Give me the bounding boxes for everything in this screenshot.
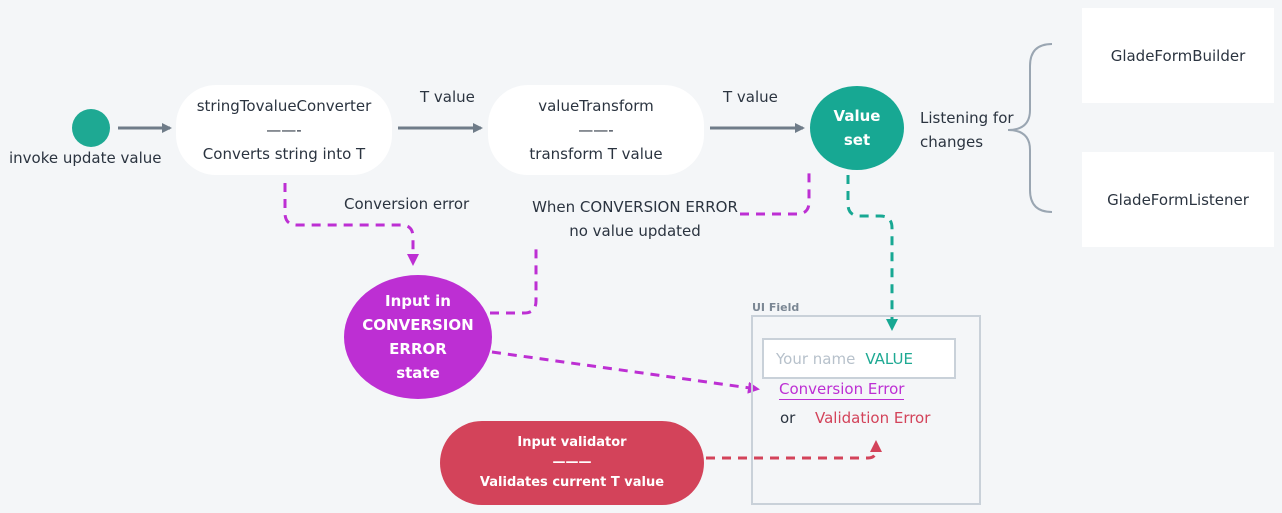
arrow-to-conversion-error [491, 350, 760, 394]
value-set-line2: set [843, 131, 871, 149]
ui-field-placeholder: Your name [776, 349, 856, 368]
conversion-error-label: Conversion error [344, 195, 470, 213]
error-state-line1: Input in [385, 292, 451, 310]
connector-no-update [490, 247, 538, 315]
transform-title: valueTransform [538, 97, 654, 115]
listener-brace [1007, 43, 1053, 213]
ui-field-input[interactable]: Your name VALUE [762, 338, 956, 379]
error-state-line2: CONVERSION [362, 316, 474, 334]
glade-form-listener-card: GladeFormListener [1082, 152, 1274, 247]
no-update-line1: When CONVERSION ERROR [532, 198, 738, 216]
start-node [72, 109, 110, 147]
conversion-error-state-node: Input in CONVERSION ERROR state [344, 275, 492, 399]
ui-field-validation-error: Validation Error [815, 409, 931, 427]
value-set-line1: Value [833, 107, 881, 125]
ui-field-value: VALUE [865, 349, 913, 368]
error-state-line3: ERROR [389, 340, 447, 358]
no-update-label: When CONVERSION ERROR no value updated [520, 195, 750, 243]
listening-label: Listening for changes [920, 106, 1014, 154]
no-update-line2: no value updated [569, 222, 701, 240]
listening-line2: changes [920, 133, 984, 151]
arrow-conversion-error [283, 183, 419, 266]
edge-label-t-value-1: T value [420, 88, 475, 106]
validator-title: Input validator [517, 435, 627, 450]
input-validator-node: Input validator ——— Validates current T … [440, 421, 704, 505]
transform-divider: ——- [578, 121, 614, 139]
glade-form-builder-label: GladeFormBuilder [1110, 46, 1246, 65]
connector-blocked-value-set [740, 167, 811, 216]
converter-node: stringTovalueConverter ——- Converts stri… [176, 85, 392, 175]
ui-field-or: or [780, 409, 796, 427]
glade-form-builder-card: GladeFormBuilder [1082, 8, 1274, 103]
converter-subtitle: Converts string into T [202, 145, 366, 163]
converter-title: stringTovalueConverter [196, 97, 372, 115]
validator-divider: ——— [552, 455, 592, 470]
ui-field-conversion-error: Conversion Error [779, 380, 905, 400]
transform-subtitle: transform T value [529, 145, 663, 163]
ui-field-frame [751, 315, 981, 505]
arrow-to-validation-error [706, 440, 882, 460]
validator-subtitle: Validates current T value [479, 475, 665, 490]
ui-field-title: UI Field [752, 301, 800, 314]
converter-divider: ——- [266, 121, 302, 139]
edge-label-t-value-2: T value [723, 88, 778, 106]
value-set-node: Value set [810, 86, 904, 170]
start-label: invoke update value [9, 149, 162, 167]
listening-line1: Listening for [920, 109, 1014, 127]
transform-node: valueTransform ——- transform T value [488, 85, 704, 175]
glade-form-listener-label: GladeFormListener [1107, 190, 1249, 209]
error-state-line4: state [396, 364, 440, 382]
arrow-value-to-ui-field [846, 175, 898, 331]
